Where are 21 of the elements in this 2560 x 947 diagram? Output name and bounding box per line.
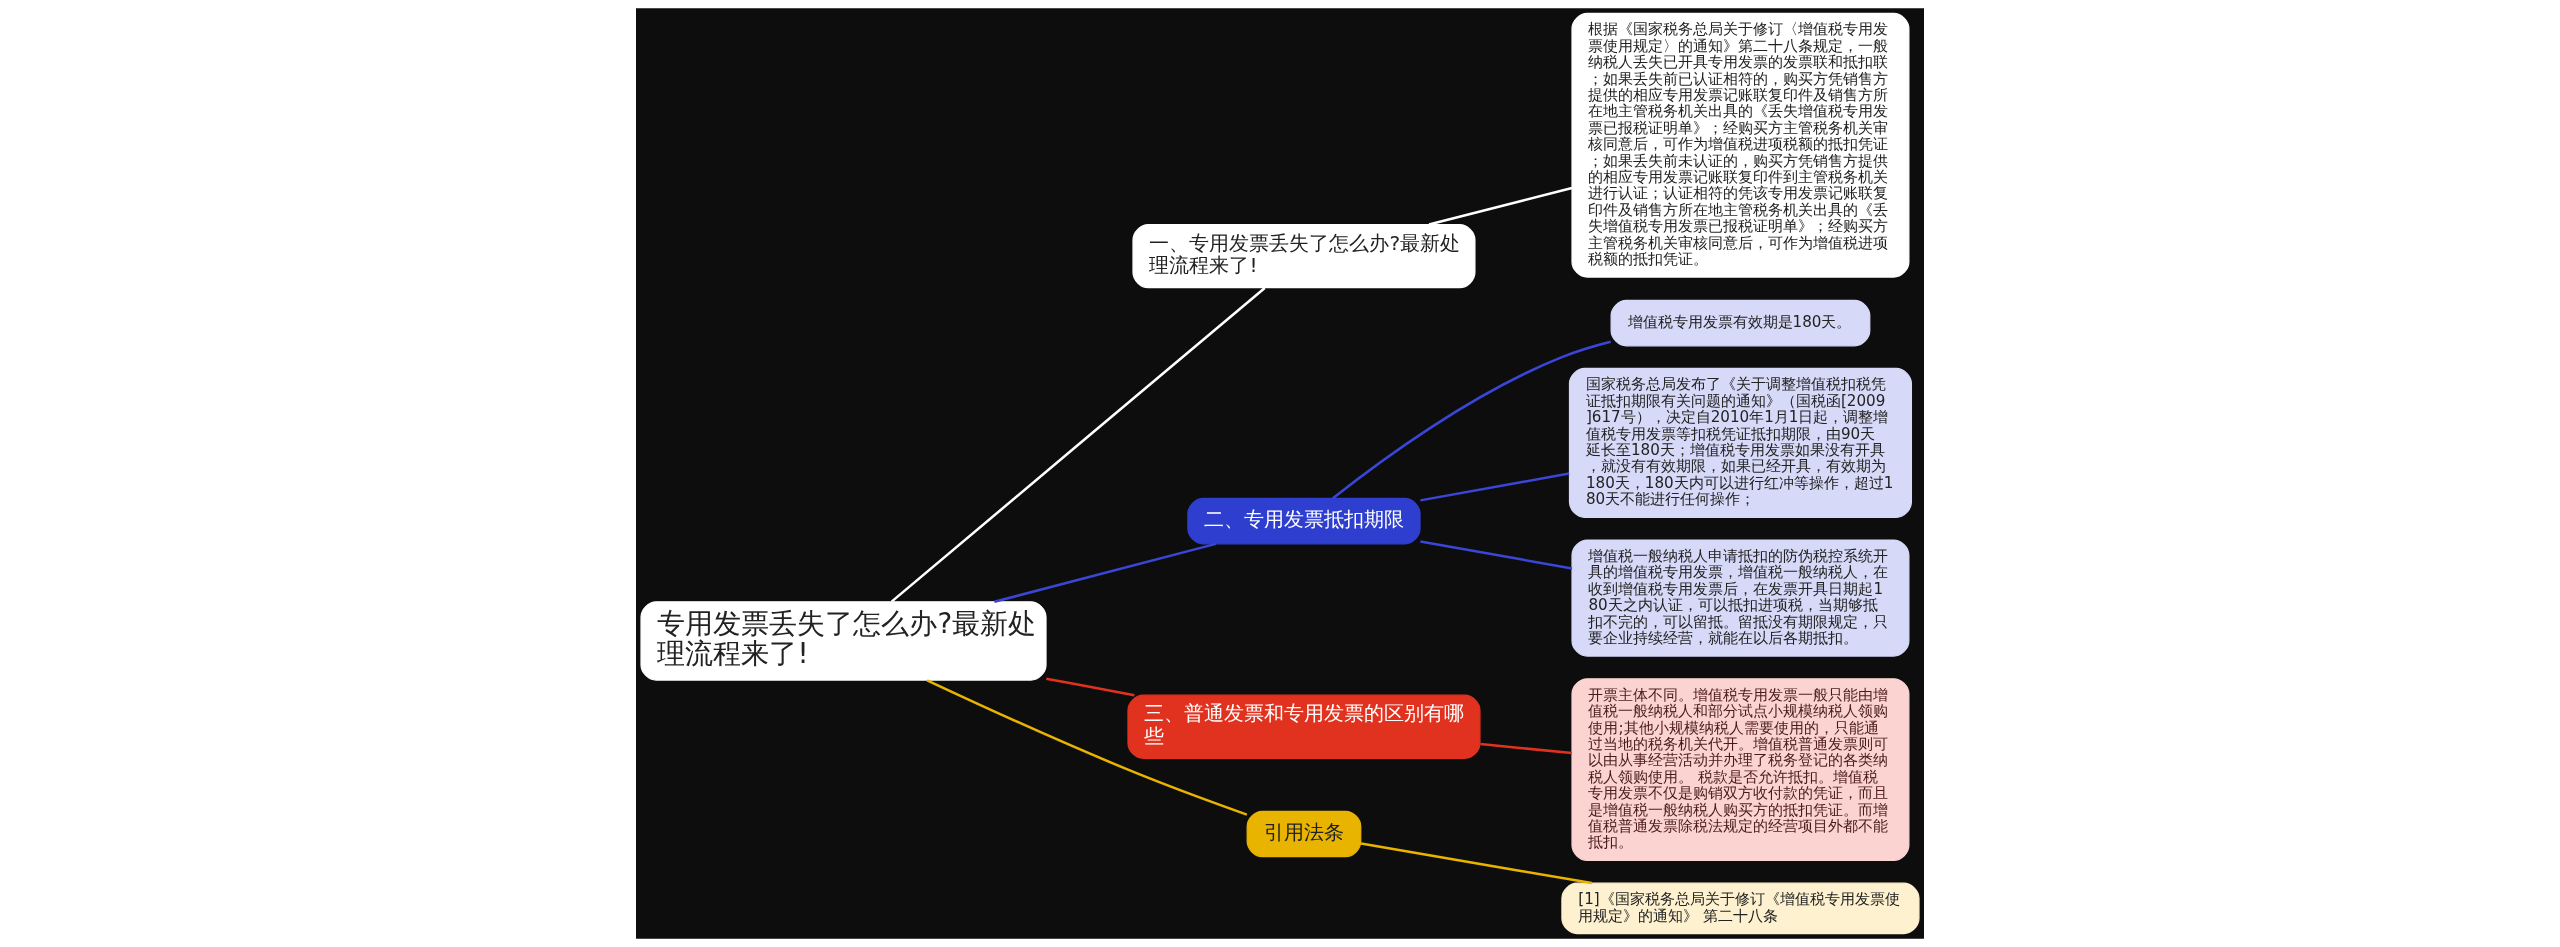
- node-box: 根据《国家税务总局关于修订〈增值税专用发票使用规定〉的通知》第二十八条规定，一般纳税人丢失已开具专用发票的发票联和抵扣联；如果丢失前已认证相符的，购买方凭销售方提供的相应专用发票记账联复印件及销售方所在地主管税务机关出具的《丢失增值税专用发票已报税证明单》；经购买方主管税务机关审核同意后，可作为增值税进项税额的抵扣凭证；如果丢失前未认证的，购买方凭销售方提供的相应专用发票记账联复印件到主管税务机关进行认证；认证相符的凭该专用发票记账联复印件及销售方所在地主管税务机关出具的《丢失增值税专用发票已报税证明单》；经购买方主管税务机关审核同意后，可作为增值税进项税额的抵扣凭证。: [1571, 12, 1910, 278]
- node-box: 增值税一般纳税人申请抵扣的防伪税控系统开具的增值税专用发票，增值税一般纳税人，在收到增值税专用发票后，在发票开具日期起180天之内认证，可以抵扣进项税，当期够抵扣不完的，可以留抵。留抵没有期限规定，只要企业持续经营，就能在以后各期抵扣。: [1571, 539, 1910, 657]
- connector: [890, 287, 1266, 603]
- connector: [1360, 842, 1592, 885]
- connector: [1420, 540, 1573, 570]
- connector: [1332, 340, 1611, 500]
- node-box: 三、普通发票和专用发票的区别有哪些: [1127, 694, 1481, 759]
- node-box: 增值税专用发票有效期是180天。: [1610, 299, 1871, 347]
- node-box: 二、专用发票抵扣期限: [1187, 497, 1421, 545]
- connector: [1046, 677, 1135, 697]
- connector: [1480, 742, 1572, 755]
- node-box: 开票主体不同。增值税专用发票一般只能由增值税一般纳税人和部分试点小规模纳税人领购使用;其他小规模纳税人需要使用的，只能通过当地的税务机关代开。增值税普通发票则可以由从事经营活动并办理了税务登记的各类纳税人领购使用。 税款是否允许抵扣。增值税专用发票不仅是购销双方收付款的凭证，而且是增值税一般纳税人购买方的抵扣凭证。而增值税普通发票除税法规定的经营项目外都不能抵扣。: [1571, 678, 1910, 862]
- connector: [1420, 472, 1570, 502]
- node-box: [1]《国家税务总局关于修订《增值税专用发票使用规定》的通知》 第二十八条: [1561, 882, 1920, 935]
- node-box: 国家税务总局发布了《关于调整增值税扣税凭证抵扣期限有关问题的通知》（国税函[2009]617号），决定自2010年1月1日起，调整增值税专用发票等扣税凭证抵扣期限，由90天延长至180天；增值税专用发票如果没有开具，就没有有效期限，如果已经开具，有效期为180天，180天内可以进行红冲等操作，超过180天不能进行任何操作；: [1568, 367, 1912, 518]
- connector: [1428, 186, 1573, 226]
- node-box: 引用法条: [1246, 810, 1362, 858]
- node-box: 一、专用发票丢失了怎么办?最新处理流程来了!: [1132, 224, 1476, 289]
- connector: [926, 679, 1248, 816]
- connector: [994, 542, 1217, 604]
- node-box: 专用发票丢失了怎么办?最新处理流程来了!: [640, 601, 1047, 681]
